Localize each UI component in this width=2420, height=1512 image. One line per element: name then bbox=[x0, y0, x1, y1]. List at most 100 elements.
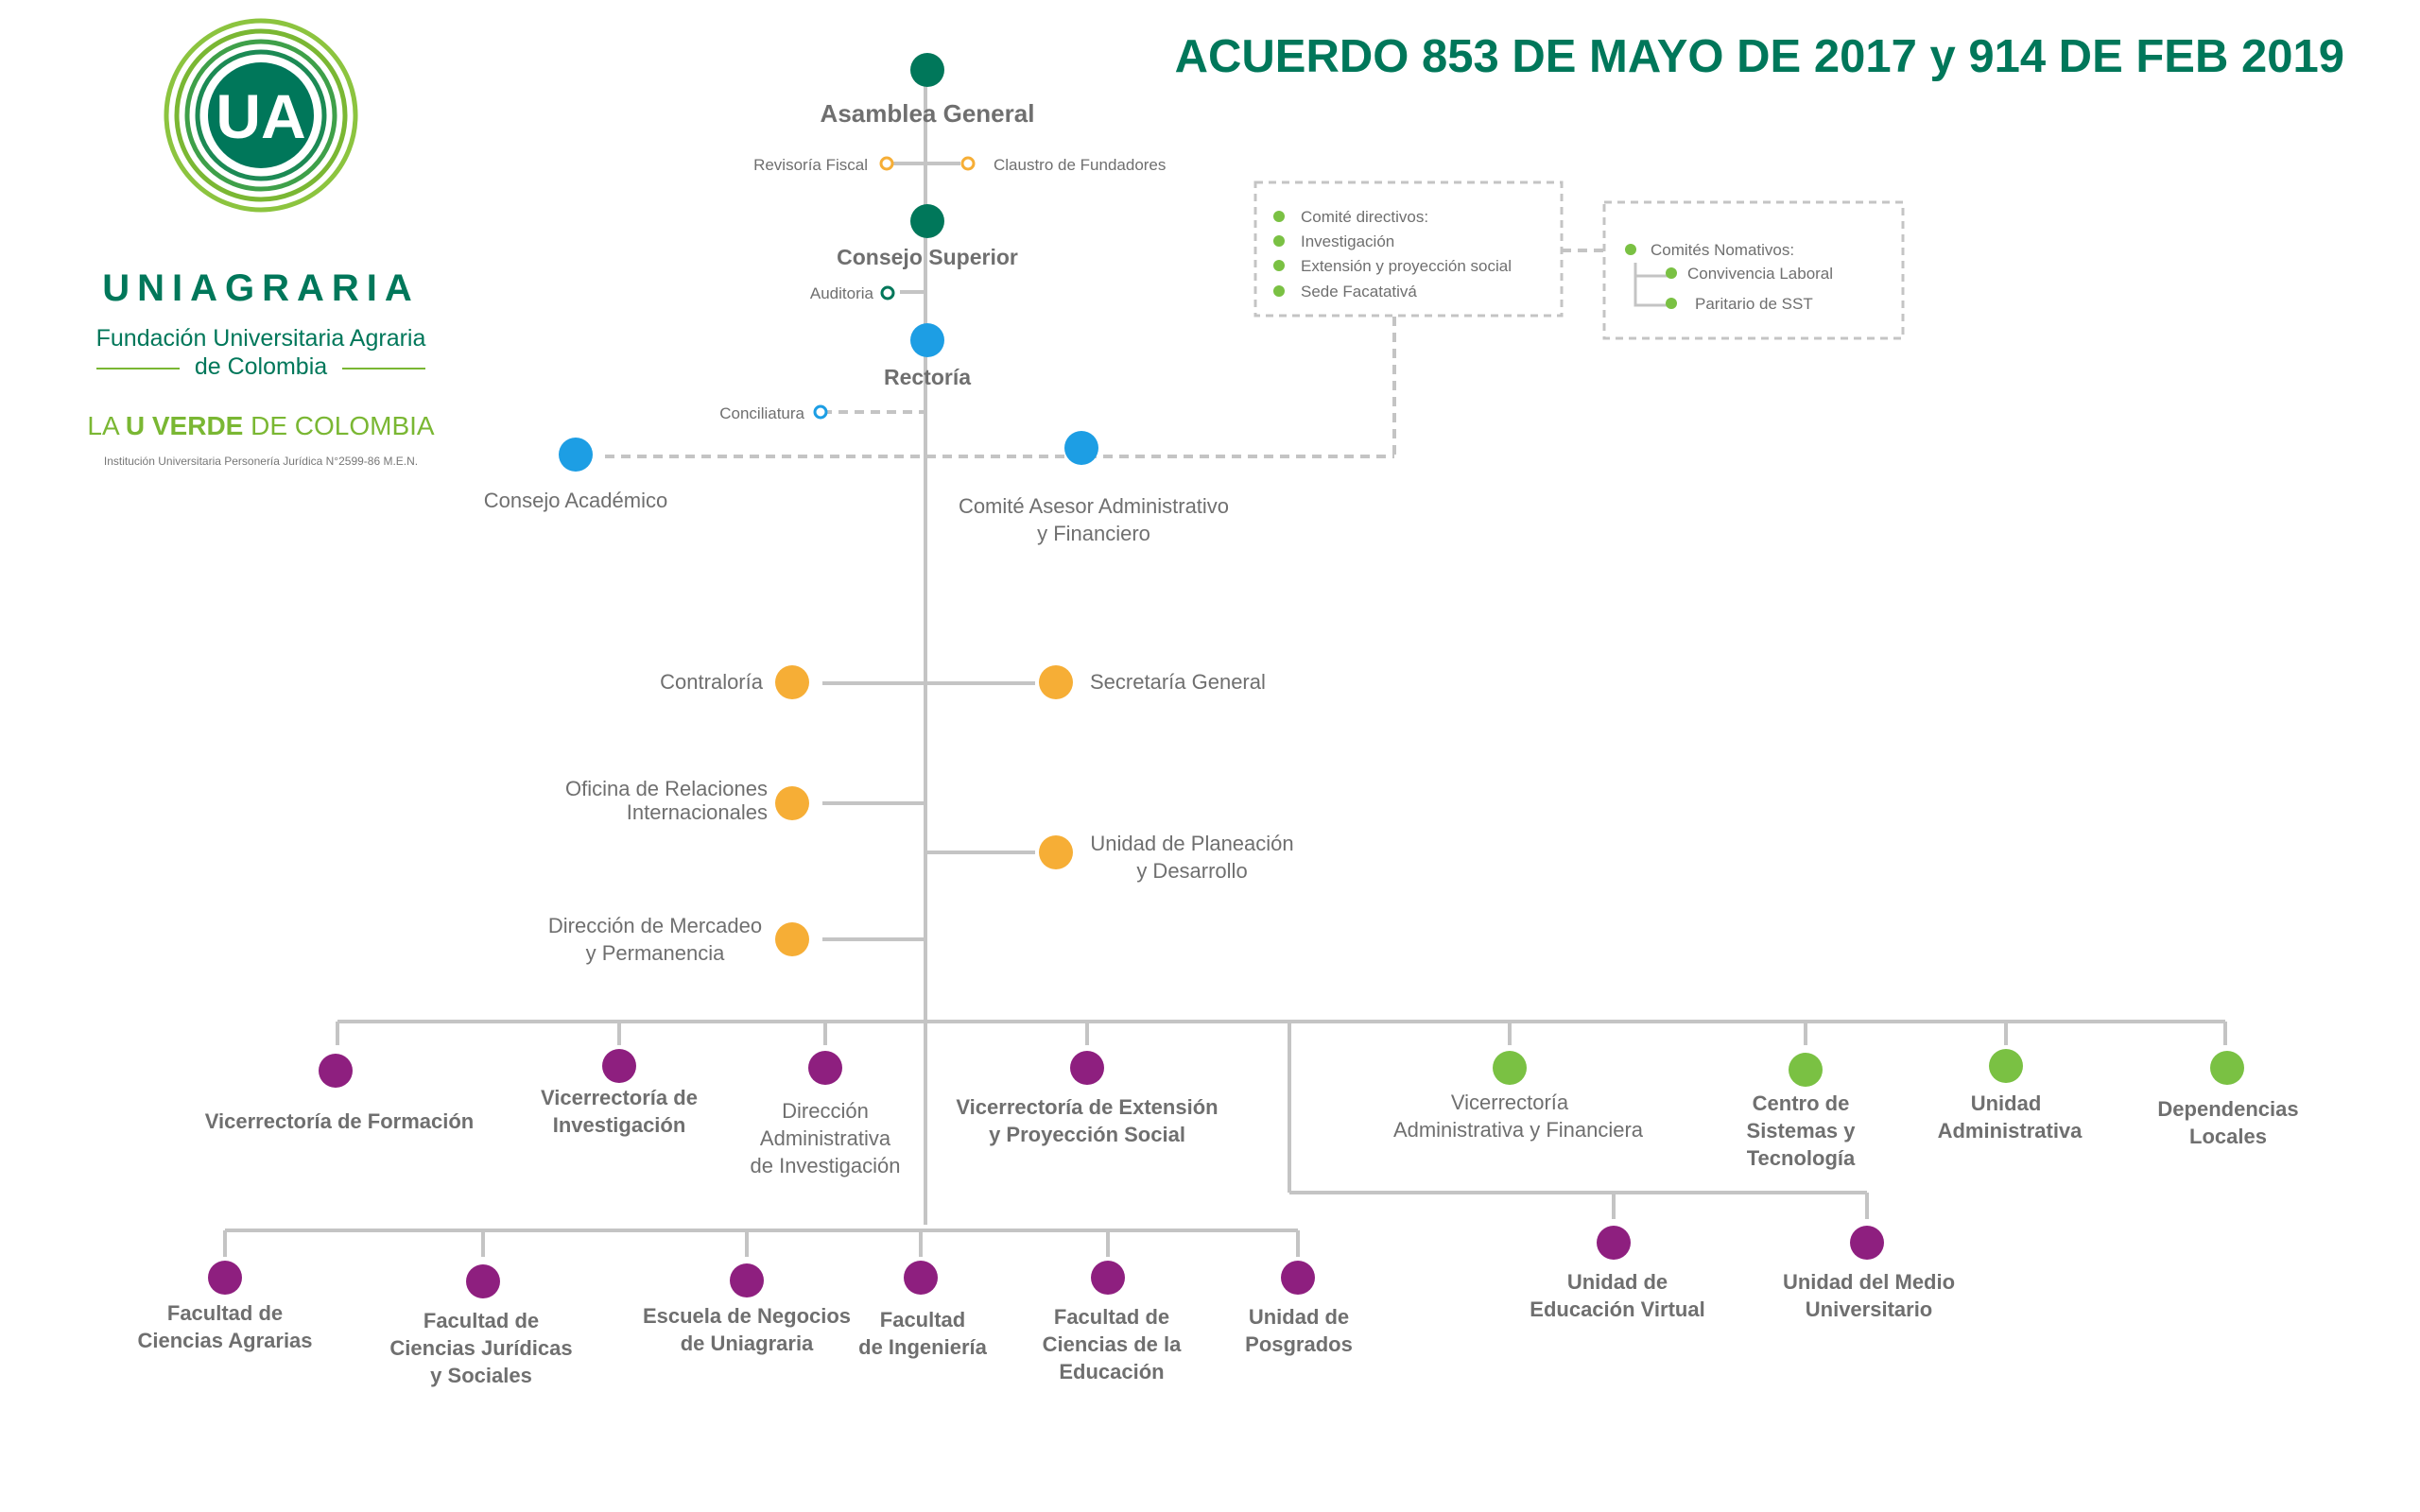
faculty-education-label-line3: Educación bbox=[1059, 1360, 1164, 1383]
systems-center-label-line2: Sistemas y bbox=[1747, 1119, 1857, 1143]
university-welfare-label-line1: Unidad del Medio bbox=[1783, 1270, 1955, 1294]
normative-item-bullet-1 bbox=[1666, 267, 1677, 279]
academic-council-node[interactable] bbox=[559, 438, 593, 472]
assembly-node[interactable] bbox=[910, 53, 944, 87]
normative-item-bullet-2 bbox=[1666, 298, 1677, 309]
systems-center-label-line3: Tecnología bbox=[1747, 1146, 1856, 1170]
vice-research-label-line1: Vicerrectoría de bbox=[541, 1086, 698, 1109]
page-title: ACUERDO 853 DE MAYO DE 2017 y 914 DE FEB… bbox=[1175, 31, 2344, 82]
faculty-engineering-node[interactable] bbox=[904, 1261, 938, 1295]
vice-research-label-line2: Investigación bbox=[553, 1113, 686, 1137]
international-office-node[interactable] bbox=[775, 786, 809, 820]
fiscal-review-label: Revisoría Fiscal bbox=[753, 156, 868, 174]
normative-tree-lines bbox=[1634, 263, 1668, 307]
brand-subtitle-line2: de Colombia bbox=[195, 353, 327, 380]
faculty-education-label-line2: Ciencias de la bbox=[1043, 1332, 1183, 1356]
marketing-label-line1: Dirección de Mercadeo bbox=[548, 914, 762, 937]
directive-committees-box bbox=[1253, 180, 1564, 318]
faculty-legal-label-line2: Ciencias Jurídicas bbox=[389, 1336, 572, 1360]
business-school-label-line1: Escuela de Negocios bbox=[643, 1304, 851, 1328]
conciliation-label: Conciliatura bbox=[719, 404, 804, 422]
vice-extension-node[interactable] bbox=[1070, 1051, 1104, 1085]
brand-legal-note: Institución Universitaria Personería Jur… bbox=[104, 455, 418, 468]
normative-committees-box bbox=[1602, 200, 1905, 340]
admin-unit-node[interactable] bbox=[1989, 1049, 2023, 1083]
fiscal-review-node[interactable] bbox=[879, 156, 894, 171]
faculty-agrarian-label-line1: Facultad de bbox=[167, 1301, 283, 1325]
research-direction-label-line3: de Investigación bbox=[751, 1154, 901, 1177]
faculty-legal-node[interactable] bbox=[466, 1264, 500, 1298]
international-office-label-line2: Internacionales bbox=[627, 800, 768, 824]
secretary-node[interactable] bbox=[1039, 665, 1073, 699]
systems-center-label-line1: Centro de bbox=[1753, 1091, 1850, 1115]
advisory-committee-label-line2: y Financiero bbox=[1037, 522, 1150, 545]
faculty-agrarian-node[interactable] bbox=[208, 1261, 242, 1295]
virtual-education-node[interactable] bbox=[1597, 1226, 1631, 1260]
international-office-label-line1: Oficina de Relaciones bbox=[565, 777, 768, 800]
local-dependencies-label-line2: Locales bbox=[2189, 1125, 2267, 1148]
postgraduate-unit-label-line2: Posgrados bbox=[1245, 1332, 1353, 1356]
brand-block: UA UNIAGRARIA Fundación Universitaria Ag… bbox=[87, 18, 435, 468]
vice-admin-node[interactable] bbox=[1493, 1051, 1527, 1085]
faculty-legal-label-line1: Facultad de bbox=[424, 1309, 539, 1332]
advisory-committee-node[interactable] bbox=[1064, 431, 1098, 465]
faculty-legal-label-line3: y Sociales bbox=[430, 1364, 532, 1387]
directive-bullet-2 bbox=[1273, 235, 1285, 247]
directive-item-2: Investigación bbox=[1301, 232, 1394, 250]
business-school-node[interactable] bbox=[730, 1263, 764, 1297]
vice-formation-label: Vicerrectoría de Formación bbox=[205, 1109, 475, 1133]
audit-label: Auditoria bbox=[810, 284, 874, 302]
directive-item-3: Extensión y proyección social bbox=[1301, 257, 1512, 275]
audit-node[interactable] bbox=[880, 285, 895, 301]
secretary-label: Secretaría General bbox=[1090, 670, 1266, 694]
board-node[interactable] bbox=[910, 204, 944, 238]
marketing-label-line2: y Permanencia bbox=[586, 941, 726, 965]
advisory-committee-label-line1: Comité Asesor Administrativo bbox=[959, 494, 1229, 518]
directive-bullet-3 bbox=[1273, 260, 1285, 271]
postgraduate-unit-node[interactable] bbox=[1281, 1261, 1315, 1295]
research-direction-label-line2: Administrativa bbox=[760, 1126, 891, 1150]
faculty-engineering-label-line2: de Ingeniería bbox=[858, 1335, 987, 1359]
ua-logo-icon: UA bbox=[164, 18, 358, 213]
admin-unit-label-line2: Administrativa bbox=[1938, 1119, 2083, 1143]
directive-bullet-1 bbox=[1273, 211, 1285, 222]
founders-label: Claustro de Fundadores bbox=[994, 156, 1166, 174]
local-dependencies-label-line1: Dependencias bbox=[2157, 1097, 2298, 1121]
university-welfare-node[interactable] bbox=[1850, 1226, 1884, 1260]
comptroller-label: Contraloría bbox=[660, 670, 764, 694]
faculty-education-node[interactable] bbox=[1091, 1261, 1125, 1295]
normative-bullet bbox=[1625, 244, 1636, 255]
connector-lines bbox=[223, 70, 2227, 1257]
rectory-label: Rectoría bbox=[884, 365, 971, 389]
virtual-education-label-line2: Educación Virtual bbox=[1530, 1297, 1704, 1321]
vice-admin-label-line2: Administrativa y Financiera bbox=[1393, 1118, 1644, 1142]
brand-subtitle-line1: Fundación Universitaria Agraria bbox=[96, 325, 426, 352]
directive-item-1: Comité directivos: bbox=[1301, 208, 1428, 226]
postgraduate-unit-label-line1: Unidad de bbox=[1249, 1305, 1349, 1329]
university-welfare-label-line2: Universitario bbox=[1806, 1297, 1933, 1321]
comptroller-node[interactable] bbox=[775, 665, 809, 699]
faculty-education-label-line1: Facultad de bbox=[1054, 1305, 1169, 1329]
research-direction-label-line1: Dirección bbox=[782, 1099, 869, 1123]
founders-node[interactable] bbox=[960, 156, 976, 171]
research-direction-node[interactable] bbox=[808, 1051, 842, 1085]
faculty-agrarian-label-line2: Ciencias Agrarias bbox=[137, 1329, 312, 1352]
business-school-label-line2: de Uniagraria bbox=[681, 1332, 814, 1355]
marketing-node[interactable] bbox=[775, 922, 809, 956]
brand-slogan: LA U VERDE DE COLOMBIA bbox=[87, 411, 435, 440]
directive-item-4: Sede Facatativá bbox=[1301, 283, 1417, 301]
vice-research-node[interactable] bbox=[602, 1049, 636, 1083]
normative-item-1: Convivencia Laboral bbox=[1687, 265, 1833, 283]
planning-unit-node[interactable] bbox=[1039, 835, 1073, 869]
directive-bullet-4 bbox=[1273, 285, 1285, 297]
vice-extension-label-line2: y Proyección Social bbox=[989, 1123, 1185, 1146]
local-dependencies-node[interactable] bbox=[2210, 1051, 2244, 1085]
normative-item-2: Paritario de SST bbox=[1695, 295, 1813, 313]
rectory-node[interactable] bbox=[910, 323, 944, 357]
systems-center-node[interactable] bbox=[1789, 1053, 1823, 1087]
brand-name: UNIAGRARIA bbox=[102, 267, 420, 309]
planning-unit-label-line1: Unidad de Planeación bbox=[1090, 832, 1293, 855]
conciliation-node[interactable] bbox=[813, 404, 828, 420]
vice-formation-node[interactable] bbox=[319, 1054, 353, 1088]
